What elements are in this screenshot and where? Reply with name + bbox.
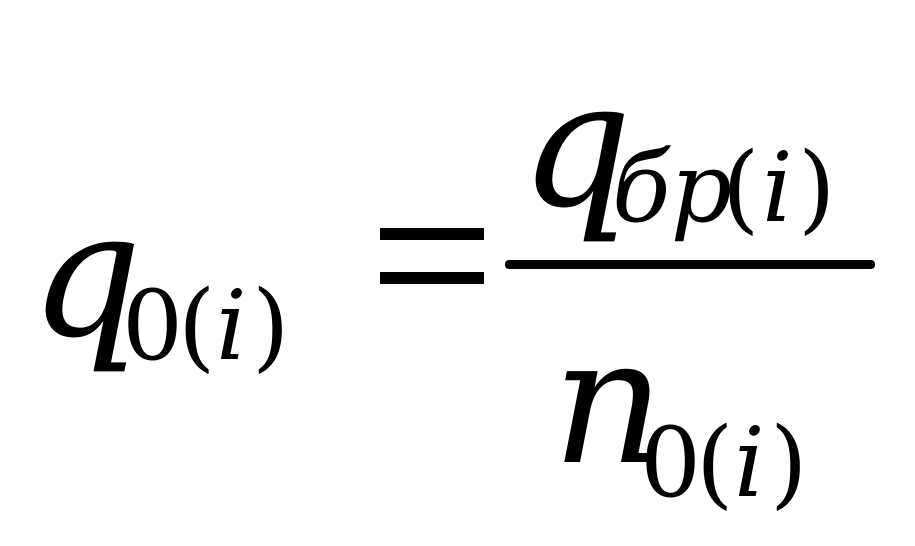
numerator-subscript-text: бр	[612, 132, 733, 244]
denominator-subscript-index: 0	[640, 407, 702, 519]
lhs-subscript-close-paren: )	[252, 270, 290, 382]
equals-bottom-bar	[380, 272, 484, 284]
denominator-symbol: n	[552, 301, 665, 504]
lhs-subscript-open-paren: (	[178, 270, 216, 382]
numerator-subscript-close-paren: )	[798, 132, 836, 244]
denominator-subscript-close-paren: )	[770, 407, 808, 519]
lhs-subscript-var: i	[216, 270, 247, 382]
numerator-subscript-open-paren: (	[722, 132, 760, 244]
denominator-subscript-var: i	[734, 407, 765, 519]
lhs-symbol: q	[30, 174, 143, 377]
equals-glyph: =	[380, 220, 381, 221]
denominator-subscript-open-paren: (	[696, 407, 734, 519]
fraction-bar	[505, 260, 875, 269]
numerator-subscript-var: i	[762, 132, 793, 244]
numerator-symbol: q	[520, 44, 633, 247]
lhs-subscript-index: 0	[122, 270, 184, 382]
equals-top-bar	[380, 228, 484, 240]
